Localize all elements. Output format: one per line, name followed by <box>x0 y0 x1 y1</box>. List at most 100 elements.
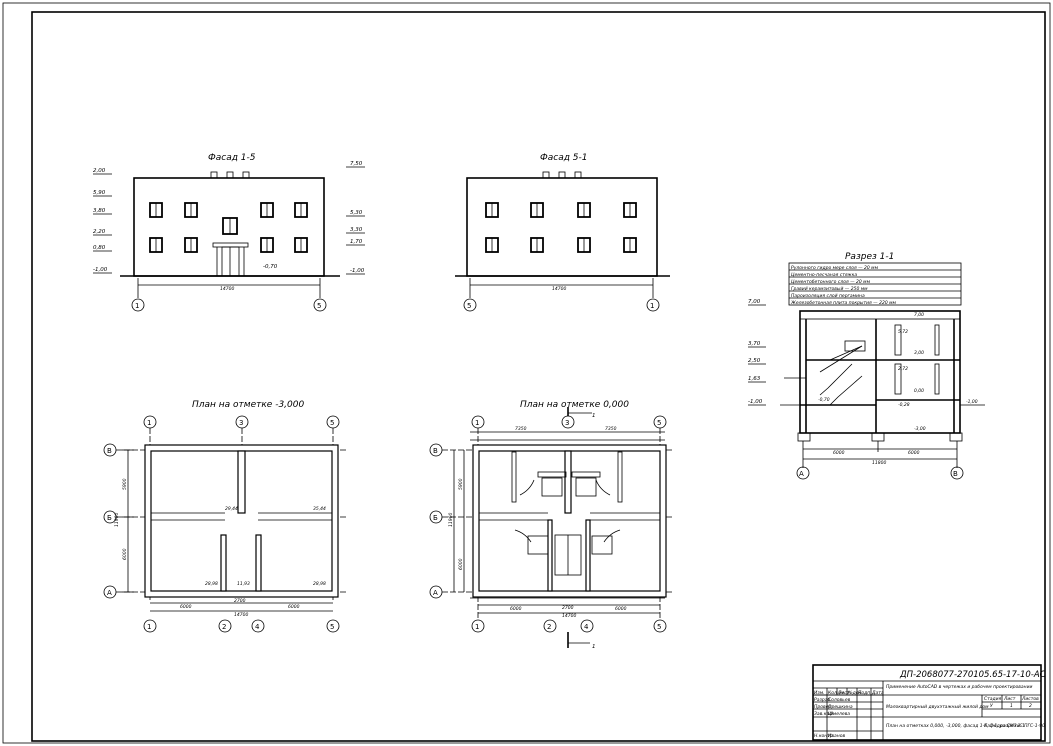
plan-basement-title: План на отметке -3,000 <box>192 400 304 410</box>
svg-text:0,80: 0,80 <box>93 245 106 251</box>
inner-frame <box>31 11 1046 742</box>
title-block-roles: Изм. Кол.уч. Лист №док. Подп. Дата Разра… <box>814 690 884 739</box>
svg-text:-0,28: -0,28 <box>898 402 910 408</box>
svg-text:1: 1 <box>147 623 151 631</box>
section-levels-inner: 7,00 5,72 3,00 2,72 0,00 -0,28 -3,00 -0,… <box>818 312 978 432</box>
svg-text:14700: 14700 <box>220 286 234 292</box>
svg-text:Иванов: Иванов <box>828 733 845 739</box>
svg-text:29,44: 29,44 <box>225 506 238 512</box>
svg-text:5: 5 <box>657 623 661 631</box>
svg-text:Цементно-песчаная стяжка: Цементно-песчаная стяжка <box>791 272 857 278</box>
title-block-org: Кафедра СМЗиС ПГС-1-90 <box>984 723 1045 729</box>
svg-text:Подп.: Подп. <box>858 690 872 696</box>
svg-text:7,00: 7,00 <box>914 312 924 318</box>
svg-text:Цементобетонного слоя — 20 мм: Цементобетонного слоя — 20 мм <box>791 279 871 285</box>
svg-text:5900: 5900 <box>458 478 464 490</box>
svg-text:2700: 2700 <box>234 598 246 604</box>
svg-text:3,70: 3,70 <box>748 341 761 347</box>
svg-text:6000: 6000 <box>615 606 627 612</box>
svg-text:2: 2 <box>222 623 226 631</box>
svg-text:5900: 5900 <box>122 478 128 490</box>
facade-1-5-levels-right: 7,50 5,30 3,30 1,70 -1,00 -0,70 <box>263 161 365 275</box>
svg-text:2: 2 <box>1029 703 1032 709</box>
section-layers-table: Рулонного гидро мере слоя — 20 мм Цемент… <box>788 262 962 306</box>
svg-text:5: 5 <box>467 302 471 310</box>
svg-text:Б: Б <box>107 514 112 522</box>
svg-text:Шмелева: Шмелева <box>828 711 850 717</box>
svg-text:5: 5 <box>317 302 321 310</box>
svg-text:11800: 11800 <box>872 460 886 466</box>
svg-text:Дата: Дата <box>871 690 884 696</box>
svg-text:Н.контр.: Н.контр. <box>814 733 834 739</box>
svg-text:Б: Б <box>433 514 438 522</box>
svg-text:11900: 11900 <box>448 513 454 527</box>
facade-1-5: Фасад 1-5 2,00 5,90 3,80 2,20 0,80 <box>93 153 365 312</box>
svg-text:2: 2 <box>547 623 551 631</box>
svg-text:-1,00: -1,00 <box>350 268 365 274</box>
title-block: ДП-2068077-270105.65-17-10-АС Применение… <box>812 664 1046 741</box>
svg-text:7,00: 7,00 <box>748 299 761 305</box>
svg-text:5,72: 5,72 <box>898 329 908 335</box>
svg-text:3,80: 3,80 <box>93 208 106 214</box>
facade-5-1-windows <box>485 202 637 253</box>
plan-basement-areas: 29,44 35,44 28,98 11,93 28,98 <box>205 506 326 587</box>
svg-text:У: У <box>990 703 993 709</box>
svg-text:35,44: 35,44 <box>313 506 326 512</box>
svg-text:Пароизоляция слой пергамина: Пароизоляция слой пергамина <box>791 293 865 299</box>
title-block-object: Малоквартирный двухэтажный жилой дом <box>886 704 989 710</box>
svg-text:5: 5 <box>330 623 334 631</box>
svg-text:6000: 6000 <box>180 604 192 610</box>
plan-ground: План на отметке 0,000 1 3 5 1 7350 7350 … <box>429 400 672 650</box>
svg-text:Рулонного гидро мере слоя — 20: Рулонного гидро мере слоя — 20 мм <box>791 265 879 271</box>
svg-text:3: 3 <box>239 419 243 427</box>
svg-text:14700: 14700 <box>562 613 576 619</box>
svg-text:Соловьев: Соловьев <box>828 697 851 703</box>
svg-text:3: 3 <box>565 419 569 427</box>
svg-text:Разраб.: Разраб. <box>814 697 832 703</box>
svg-text:5: 5 <box>657 419 661 427</box>
svg-text:-0,70: -0,70 <box>263 264 278 270</box>
svg-text:А: А <box>799 470 804 478</box>
svg-text:6000: 6000 <box>458 558 464 570</box>
svg-text:Стадия: Стадия <box>984 696 1002 702</box>
svg-text:1: 1 <box>650 302 654 310</box>
entrance-door <box>221 246 240 277</box>
facade-5-1-title: Фасад 5-1 <box>540 153 588 163</box>
svg-text:Железобетонная плита покрытия: Железобетонная плита покрытия — 220 мм <box>790 300 897 306</box>
svg-text:-3,00: -3,00 <box>914 426 926 432</box>
svg-text:1: 1 <box>1010 703 1013 709</box>
section-levels-left: 7,00 3,70 2,50 1,63 -1,00 <box>748 299 766 406</box>
svg-text:Лист: Лист <box>1003 696 1016 702</box>
svg-text:-1,00: -1,00 <box>748 399 763 405</box>
svg-text:7,50: 7,50 <box>350 161 363 167</box>
section-title: Разрез 1-1 <box>845 252 894 262</box>
svg-text:6000: 6000 <box>833 450 845 456</box>
svg-text:Изм.: Изм. <box>814 690 825 696</box>
facade-1-5-windows <box>149 202 308 253</box>
svg-text:6000: 6000 <box>122 548 128 560</box>
svg-text:28,98: 28,98 <box>205 581 218 587</box>
facade-5-1: Фасад 5-1 14700 5 1 <box>455 153 670 312</box>
facade-1-5-levels-left: 2,00 5,90 3,80 2,20 0,80 -1,00 <box>93 168 112 274</box>
svg-text:4: 4 <box>255 623 260 631</box>
svg-text:11900: 11900 <box>114 513 120 527</box>
svg-text:-1,00: -1,00 <box>966 399 978 405</box>
svg-text:5,30: 5,30 <box>350 210 363 216</box>
svg-text:Кол.уч.: Кол.уч. <box>828 690 845 696</box>
svg-text:6000: 6000 <box>288 604 300 610</box>
title-block-sheet-content: План на отметках 0,000, -3,000, фасад 1-… <box>886 723 1025 729</box>
section-1-1: Разрез 1-1 Рулонного гидро мере слоя — 2… <box>748 252 985 480</box>
svg-text:Листов: Листов <box>1021 696 1039 702</box>
svg-text:Зав.каф.: Зав.каф. <box>814 711 834 717</box>
svg-text:2,50: 2,50 <box>748 358 761 364</box>
title-block-topic: Применение AutoCAD в чертежах и рабочем … <box>886 684 1033 690</box>
plan-basement: План на отметке -3,000 1 3 5 В Б А 29,44… <box>103 400 346 633</box>
svg-text:14700: 14700 <box>234 612 248 618</box>
svg-text:0,00: 0,00 <box>914 388 924 394</box>
svg-text:2700: 2700 <box>562 605 574 611</box>
svg-text:5: 5 <box>330 419 334 427</box>
svg-text:-1,00: -1,00 <box>93 267 108 273</box>
svg-text:7350: 7350 <box>515 426 527 432</box>
